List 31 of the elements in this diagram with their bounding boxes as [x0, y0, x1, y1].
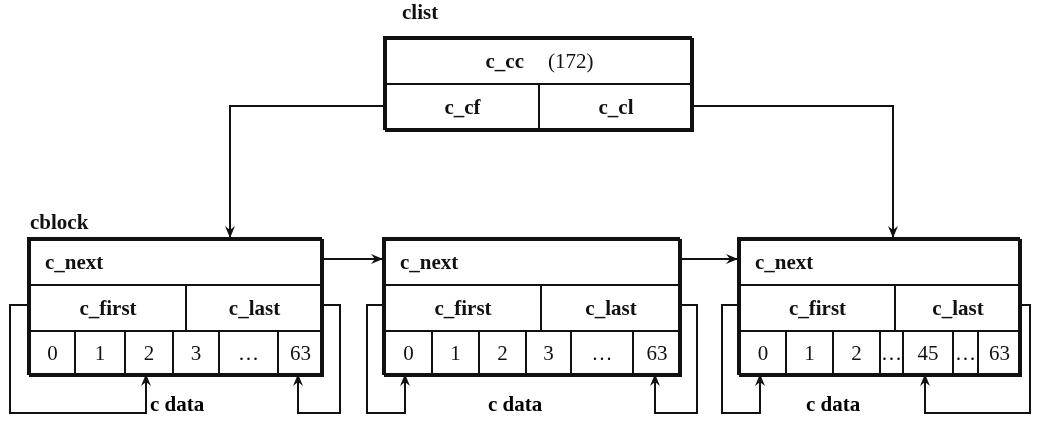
field-cell — [385, 38, 694, 85]
struct-box — [737, 237, 1020, 375]
struct-name: cblock — [30, 210, 89, 235]
array-name: c data — [150, 392, 205, 417]
field-cell: c_cl — [538, 83, 694, 132]
struct-name: clist — [402, 0, 439, 25]
pointer-arrow — [321, 254, 383, 264]
pointer-arrow — [679, 254, 738, 264]
array-cell: 63 — [277, 330, 324, 377]
pointer-arrow — [293, 304, 341, 414]
pointer-arrow — [691, 105, 898, 238]
pointer-arrow — [225, 105, 384, 238]
field-cell: c_next — [384, 239, 682, 286]
pointer-arrow — [920, 304, 1031, 414]
field-value: (172) — [548, 49, 594, 74]
field-cell: c_next — [739, 239, 1022, 286]
array-cell: 0 — [739, 330, 787, 377]
field-name: c_cc — [485, 49, 524, 74]
array-cell: 63 — [977, 330, 1022, 377]
field-cell: c_cf — [385, 83, 540, 132]
pointer-arrow — [650, 304, 698, 414]
array-cell: 0 — [384, 330, 433, 377]
pointer-arrow — [9, 304, 151, 414]
array-name: c data — [488, 392, 543, 417]
struct-box — [382, 237, 680, 375]
array-cell: 63 — [632, 330, 682, 377]
pointer-arrow — [366, 304, 410, 414]
pointer-arrow — [721, 304, 765, 414]
array-cell: 0 — [29, 330, 76, 377]
array-name: c data — [806, 392, 861, 417]
field-cell: c_next — [29, 239, 324, 286]
